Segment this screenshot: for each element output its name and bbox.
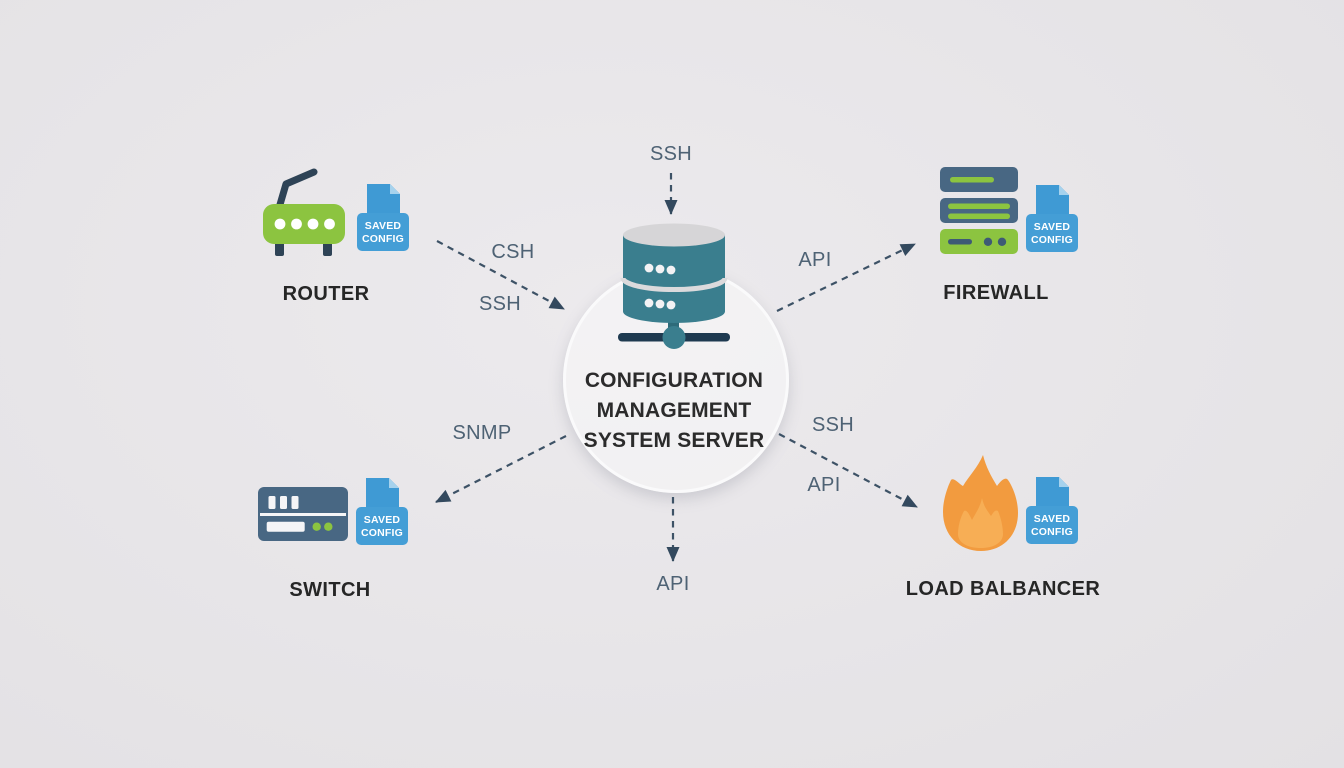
protocol-label-top-ssh: SSH [649, 143, 693, 165]
saved-config-text-line1: SAVED [364, 514, 401, 526]
saved-config-text-line2: CONFIG [1031, 234, 1073, 246]
saved-config-icon: SAVED CONFIG [1026, 477, 1078, 544]
center-title: CONFIGURATION MANAGEMENT SYSTEM SERVER [543, 366, 805, 456]
database-server-icon [618, 223, 730, 349]
saved-config-text-line2: CONFIG [362, 233, 404, 245]
router-label: ROUTER [282, 283, 370, 305]
load-balancer-flame-icon [943, 455, 1018, 551]
protocol-label-router-ssh: SSH [478, 293, 522, 315]
protocol-label-router-csh: CSH [491, 241, 535, 263]
protocol-label-lb-ssh: SSH [811, 414, 855, 436]
saved-config-icon: SAVED CONFIG [356, 478, 408, 545]
center-title-line3: SYSTEM SERVER [583, 429, 765, 452]
protocol-label-switch-snmp: SNMP [452, 422, 512, 444]
center-title-line1: CONFIGURATION [584, 369, 764, 392]
switch-label: SWITCH [289, 579, 371, 601]
saved-config-text-line2: CONFIG [361, 527, 403, 539]
saved-config-text-line2: CONFIG [1031, 526, 1073, 538]
protocol-label-lb-api: API [807, 474, 841, 496]
load-balancer-label: LOAD BALBANCER [905, 578, 1101, 600]
saved-config-text-line1: SAVED [365, 220, 402, 232]
switch-icon [258, 487, 348, 541]
firewall-label: FIREWALL [943, 282, 1049, 304]
protocol-label-bottom-api: API [656, 573, 690, 595]
saved-config-text-line1: SAVED [1034, 221, 1071, 233]
firewall-icon [940, 167, 1018, 254]
router-icon [263, 168, 345, 256]
saved-config-text-line1: SAVED [1034, 513, 1071, 525]
saved-config-icon: SAVED CONFIG [357, 184, 409, 251]
center-title-line2: MANAGEMENT [596, 399, 752, 422]
saved-config-icon: SAVED CONFIG [1026, 185, 1078, 252]
protocol-label-firewall-api: API [798, 249, 832, 271]
